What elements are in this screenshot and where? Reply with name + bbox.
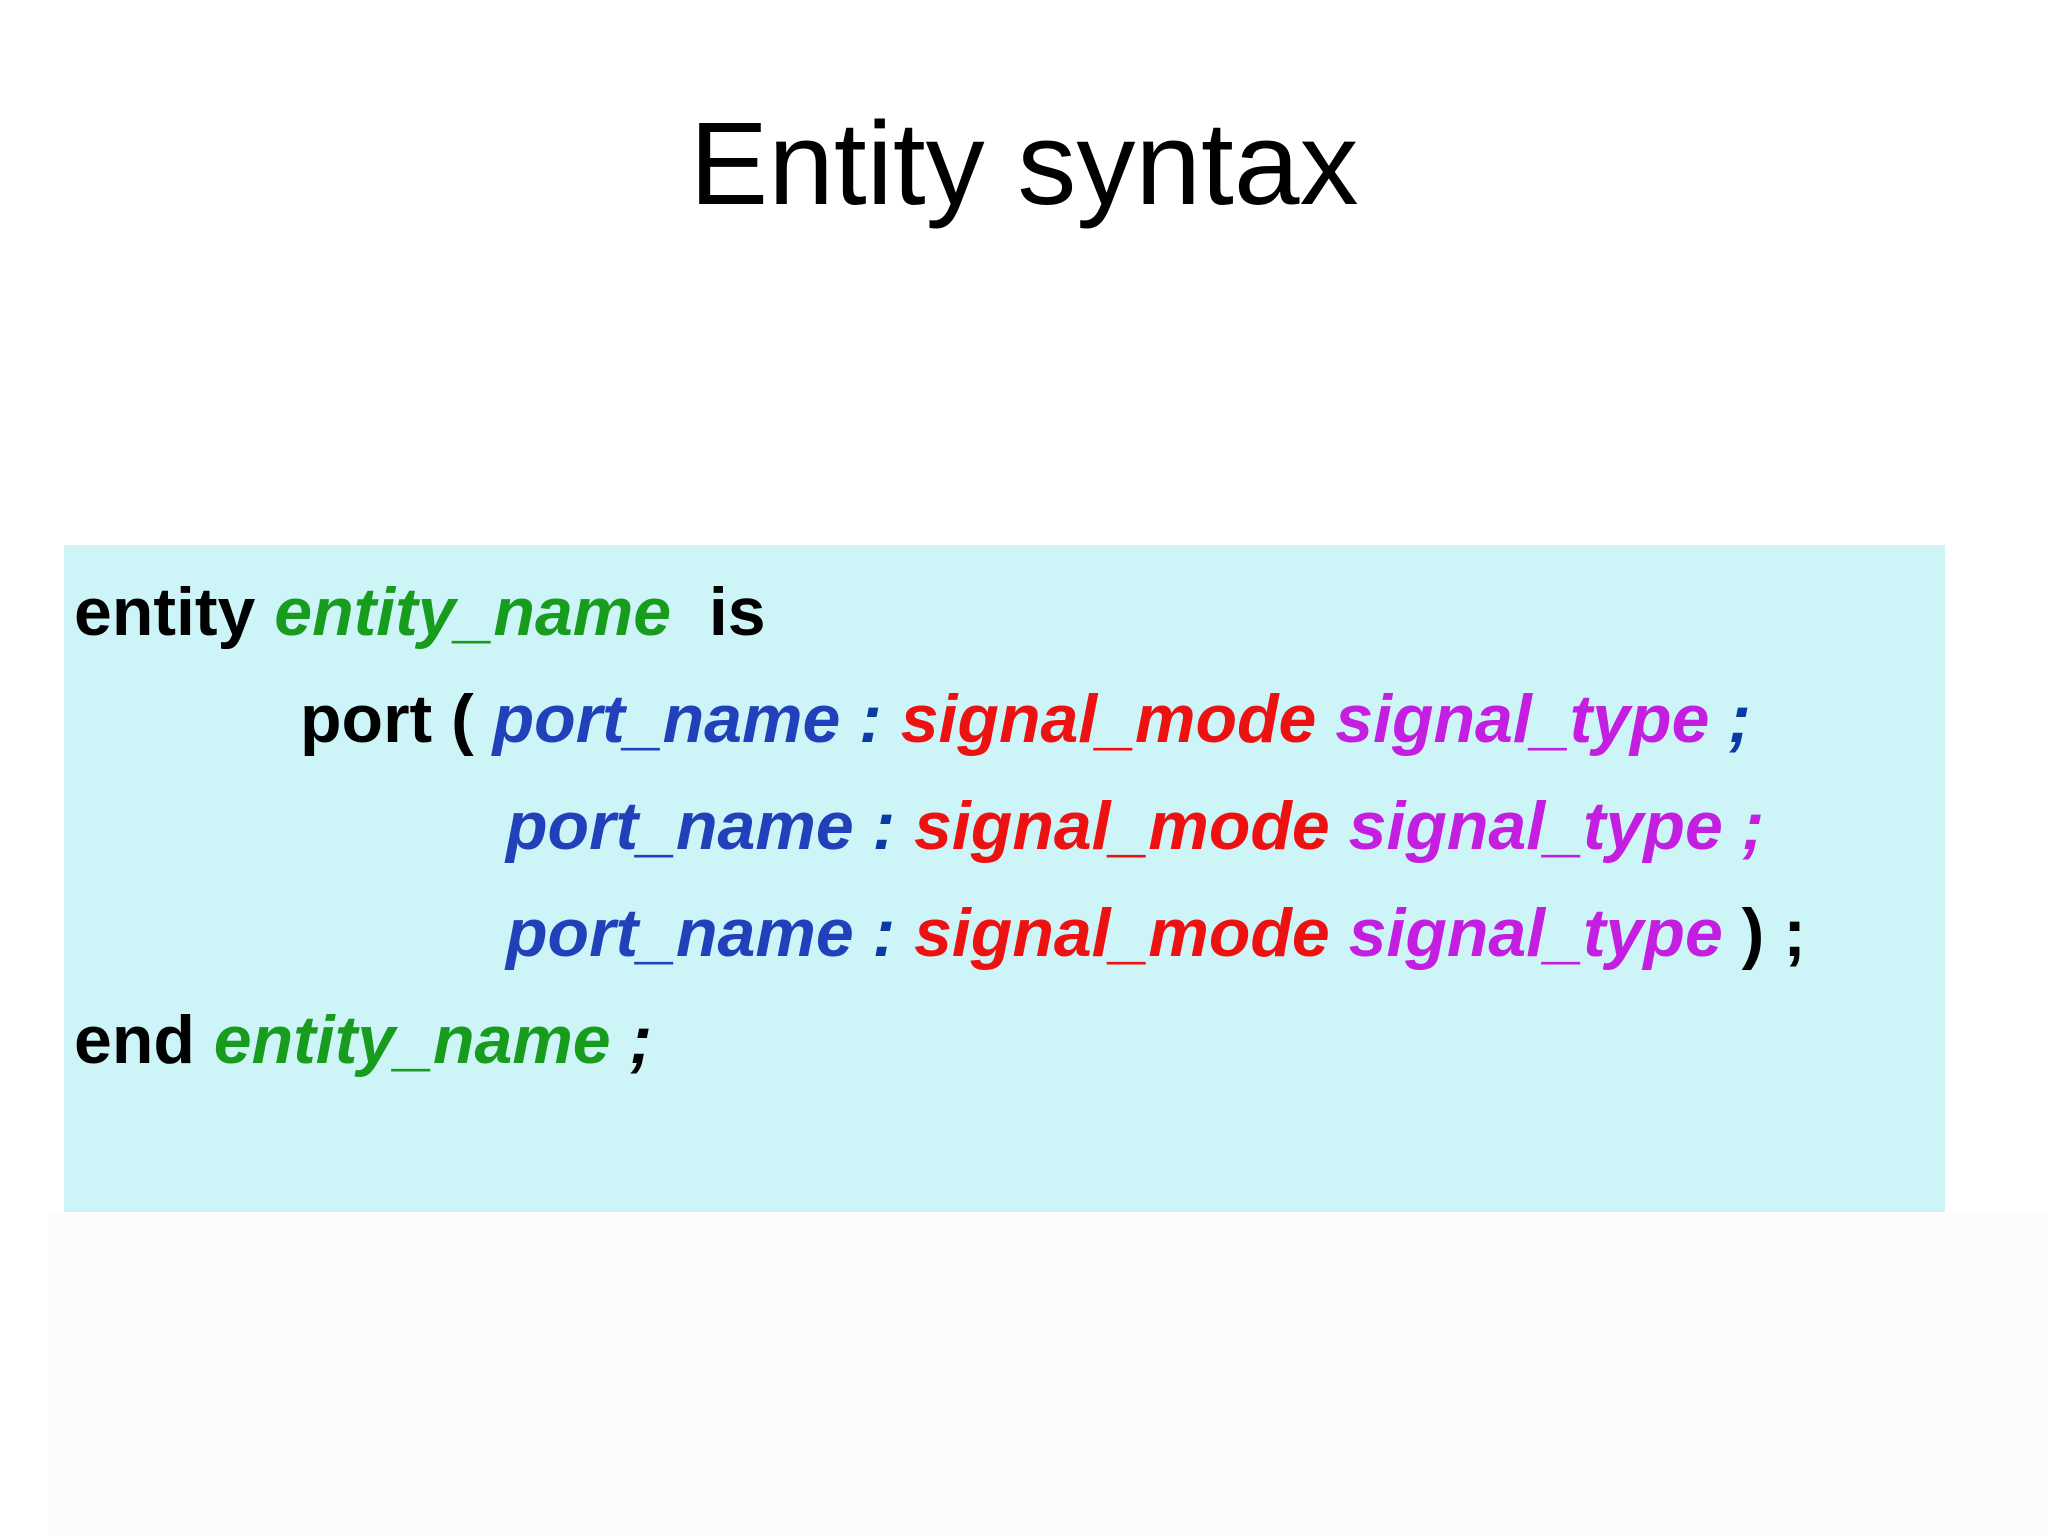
slide-title: Entity syntax	[689, 98, 1359, 230]
code-token: port_name	[506, 788, 873, 864]
code-token: end	[74, 1002, 214, 1078]
code-line: port ( port_name : signal_mode signal_ty…	[64, 666, 1945, 773]
code-line: entity entity_name is	[64, 559, 1945, 666]
code-token: ;	[1728, 681, 1751, 757]
code-token: is	[671, 574, 766, 650]
code-token: :	[859, 681, 901, 757]
code-token: signal_mode	[900, 681, 1336, 757]
code-token: :	[872, 788, 915, 864]
code-token: entity	[74, 574, 275, 650]
code-token: ;	[629, 1002, 653, 1078]
code-token: ) ;	[1741, 895, 1806, 971]
code-token: signal_type	[1335, 681, 1729, 757]
code-line: end entity_name ;	[64, 987, 1945, 1094]
code-token: signal_mode	[914, 895, 1349, 971]
code-token: entity_name	[213, 1002, 630, 1078]
code-token: :	[872, 895, 915, 971]
code-token: port_name	[492, 681, 860, 757]
code-token: signal_mode	[914, 788, 1349, 864]
code-token: entity_name	[274, 574, 672, 650]
code-token: signal_type	[1348, 895, 1742, 971]
code-line: port_name : signal_mode signal_type ;	[64, 773, 1945, 880]
code-token: port (	[300, 681, 493, 757]
code-token: signal_type	[1348, 788, 1742, 864]
footer-band	[48, 1213, 2048, 1536]
code-line: port_name : signal_mode signal_type ) ;	[64, 880, 1945, 987]
code-token: ;	[1741, 788, 1765, 864]
code-token: port_name	[506, 895, 873, 971]
